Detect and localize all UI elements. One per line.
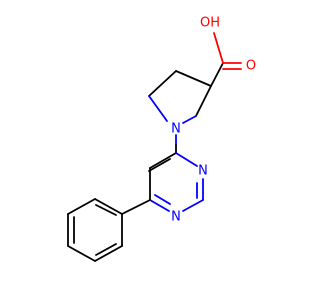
bond-c6-phenyl <box>121 199 151 215</box>
bond-ph1 <box>94 198 123 215</box>
bond-c2-n1pyr <box>182 199 204 212</box>
bond-c4-n3 <box>175 152 198 167</box>
bond-c4-c5pyr-double <box>148 158 171 172</box>
bond-ph5 <box>94 245 123 262</box>
bond-c-oh <box>213 32 224 64</box>
bond-c3-c4 <box>175 70 212 87</box>
atom-n-pyrimidine-upper: N <box>198 164 208 179</box>
molecule-structure: OH O N N N <box>67 16 256 262</box>
bond-c5-n1 <box>148 95 168 122</box>
bond-c2-n1 <box>182 115 197 124</box>
atom-o: O <box>246 59 256 74</box>
bond-c4-c5pyr <box>149 152 177 169</box>
bond-ph2 <box>67 198 96 215</box>
bond-ph4 <box>67 245 96 262</box>
bond-ph1-double <box>95 204 117 216</box>
molecule-canvas: OH O N N N <box>67 15 257 262</box>
atom-oh: OH <box>200 16 220 31</box>
atom-n-pyrrolidine: N <box>171 122 181 137</box>
bond-c3-c2 <box>195 85 212 117</box>
bond-c3-ccooh <box>210 62 224 87</box>
bond-c4-c5 <box>148 70 177 97</box>
atom-n-pyrimidine-lower: N <box>171 210 181 225</box>
bond-c6-n1pyr-double <box>154 194 171 205</box>
bond-c6-n1pyr <box>149 199 170 212</box>
bond-ph5-double <box>95 243 117 256</box>
